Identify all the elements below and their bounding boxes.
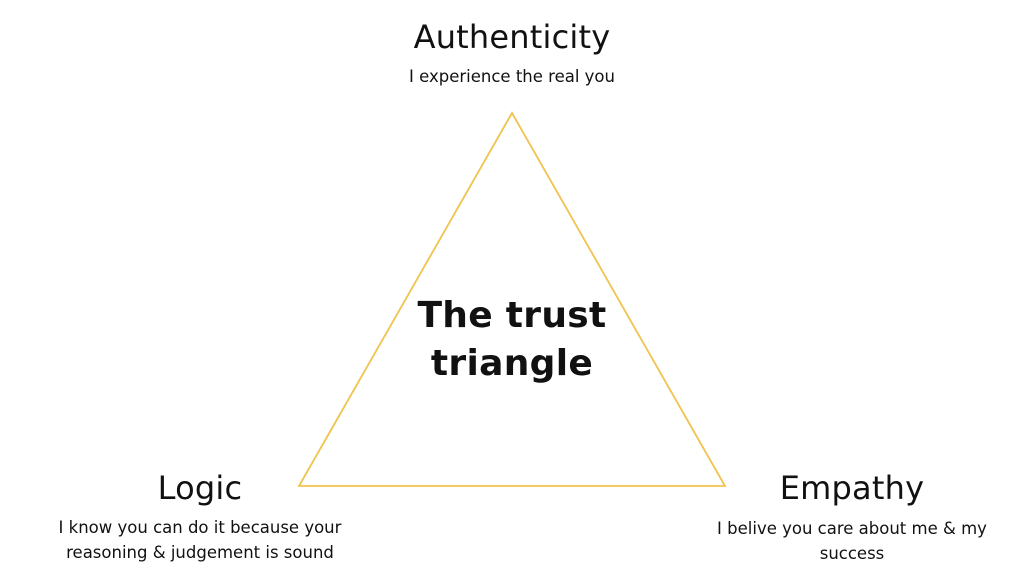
node-authenticity-title: Authenticity xyxy=(413,18,611,56)
node-authenticity-description: I experience the real you xyxy=(409,67,615,86)
node-logic-description: I know you can do it because your reason… xyxy=(58,518,342,562)
center-title: The trust triangle xyxy=(417,295,607,384)
node-empathy: Empathy I belive you care about me & my … xyxy=(700,469,1004,566)
node-logic-title: Logic xyxy=(157,469,243,507)
node-authenticity: Authenticity I experience the real you xyxy=(312,18,712,89)
triangle-outline xyxy=(297,111,727,487)
node-empathy-description: I belive you care about me & my success xyxy=(717,519,987,563)
node-empathy-title: Empathy xyxy=(779,469,925,507)
node-logic: Logic I know you can do it because your … xyxy=(25,469,375,565)
